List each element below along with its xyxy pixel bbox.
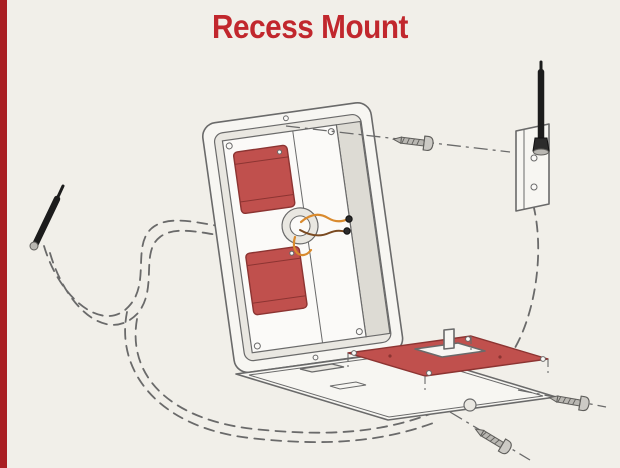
module-top-rib-1 (234, 156, 289, 165)
left-accent-bar (0, 0, 7, 468)
right-antenna (532, 60, 550, 156)
module-bottom-body (245, 246, 308, 316)
door-hinge-block (299, 363, 345, 373)
screw-bottom-center (474, 428, 512, 455)
cable-right-side (505, 207, 540, 362)
cable-bottom-sweep-a (124, 311, 437, 443)
cable-bottom-sweep-b (134, 318, 431, 434)
bracket-hole-top (530, 154, 538, 162)
wire-orange-1 (299, 213, 350, 224)
grommet-opening (289, 215, 311, 237)
pcb-component-1 (388, 354, 392, 358)
screw-top (391, 135, 434, 151)
right-antenna-connector (532, 137, 550, 152)
module-bottom-rib-1 (246, 257, 301, 267)
flange-hole-top (283, 115, 289, 122)
wall-module-top (232, 144, 296, 215)
wire-brown (299, 229, 347, 237)
left-antenna-rod (31, 195, 61, 249)
flange-hole-bottom (312, 354, 319, 361)
pcb-hole-3 (465, 336, 471, 342)
door-lock-knob (463, 398, 477, 412)
back-hole-br (355, 328, 363, 336)
antenna-cable-routing (43, 207, 540, 443)
enclosure-box (201, 102, 404, 374)
pcb-hole-4 (426, 370, 432, 376)
back-hole-bl (253, 342, 261, 350)
left-antenna-tip (55, 184, 65, 201)
pcb-component-2 (498, 355, 502, 359)
door-detail-plate (329, 381, 367, 390)
centerline-bottom-right (517, 389, 607, 408)
left-antenna (29, 184, 65, 251)
module-top-hole (277, 149, 283, 155)
back-hole-tl (225, 142, 233, 150)
right-antenna-nut (533, 148, 549, 156)
mounting-screws (391, 135, 590, 455)
wire-connector-1 (345, 215, 353, 223)
door-inner-line (248, 353, 544, 418)
module-bottom-hole (289, 250, 295, 256)
cable-left-b (49, 229, 225, 326)
pcb-hole-1 (351, 350, 357, 356)
pcb-standoff-tab (443, 328, 455, 350)
module-top-body (232, 144, 296, 215)
pcb-hole-2 (540, 356, 546, 362)
wall-module-bottom (245, 246, 308, 316)
wire-orange-loop (292, 235, 313, 257)
grommet-wires (292, 213, 353, 257)
module-top-rib-2 (240, 193, 294, 203)
module-bottom-rib-2 (252, 295, 306, 304)
screw-bottom-right (548, 395, 590, 412)
wire-connector-2 (343, 227, 351, 235)
cable-left-a (43, 219, 225, 317)
bracket-hole-bottom (530, 183, 538, 191)
page-title: Recess Mount (212, 8, 408, 45)
left-antenna-connector (29, 241, 39, 251)
